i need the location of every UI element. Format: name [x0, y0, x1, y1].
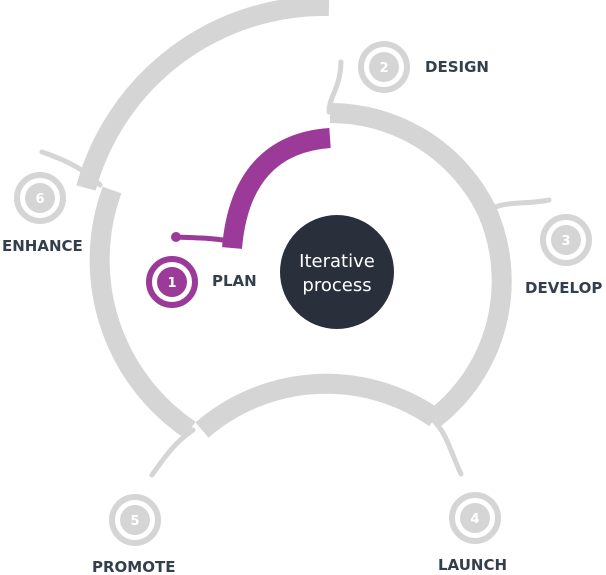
launch-promote-ring-arc	[195, 373, 441, 438]
ring-connectors	[39, 59, 552, 478]
stage-promote-label: PROMOTE	[92, 558, 175, 575]
stage-develop-inner-circle	[551, 225, 581, 255]
design-develop-ring-arc	[329, 102, 496, 216]
stage-launch-label: LAUNCH	[438, 556, 507, 574]
stage-develop-number: 3	[561, 234, 570, 249]
center-title-line2: process	[302, 275, 371, 296]
stage-design-label: DESIGN	[425, 58, 489, 76]
stage-launch-outer-circle	[449, 492, 501, 544]
stage-launch[interactable]: 4 LAUNCH	[438, 492, 507, 574]
stage-develop-label: DEVELOP	[525, 279, 602, 297]
stage-plan-outer-circle	[146, 256, 198, 308]
stage-enhance-label: ENHANCE	[2, 237, 83, 255]
plan-connector-dot	[171, 232, 181, 242]
center-circle	[280, 215, 394, 329]
stage-develop-outer-circle	[540, 214, 592, 266]
stage-plan-inner-circle	[157, 267, 187, 297]
connector-develop	[484, 197, 552, 214]
stage-plan-number: 1	[167, 276, 176, 291]
connector-enhance	[39, 149, 103, 188]
stage-promote-inner-circle	[120, 505, 150, 535]
stage-promote-outer-circle	[109, 494, 161, 546]
stage-promote-number: 5	[130, 514, 139, 529]
stage-enhance-outer-circle	[14, 172, 66, 224]
connector-launch	[430, 417, 464, 477]
stage-develop[interactable]: 3 DEVELOP	[525, 214, 602, 297]
plan-connector	[173, 234, 235, 245]
outer-ring-arc	[76, 0, 330, 191]
stage-design-inner-circle	[369, 52, 399, 82]
develop-launch-ring-arc	[428, 206, 512, 426]
stage-enhance-number: 6	[35, 192, 44, 207]
stage-design[interactable]: 2 DESIGN	[358, 41, 489, 93]
stage-enhance[interactable]: 6 ENHANCE	[2, 172, 83, 255]
promote-enhance-ring-arc	[89, 186, 196, 439]
stage-plan-label: PLAN	[212, 272, 257, 290]
connector-promote	[149, 427, 196, 478]
stage-promote[interactable]: 5 PROMOTE	[92, 494, 175, 575]
stage-launch-inner-circle	[460, 503, 490, 533]
stage-plan[interactable]: 1 PLAN	[146, 256, 257, 308]
connector-design	[326, 59, 344, 115]
stage-design-outer-circle	[358, 41, 410, 93]
stage-enhance-inner-circle	[25, 183, 55, 213]
plan-accent-arc	[222, 128, 331, 249]
stage-launch-number: 4	[470, 512, 479, 527]
stage-design-number: 2	[379, 61, 388, 76]
center-title-line1: Iterative	[299, 251, 375, 272]
